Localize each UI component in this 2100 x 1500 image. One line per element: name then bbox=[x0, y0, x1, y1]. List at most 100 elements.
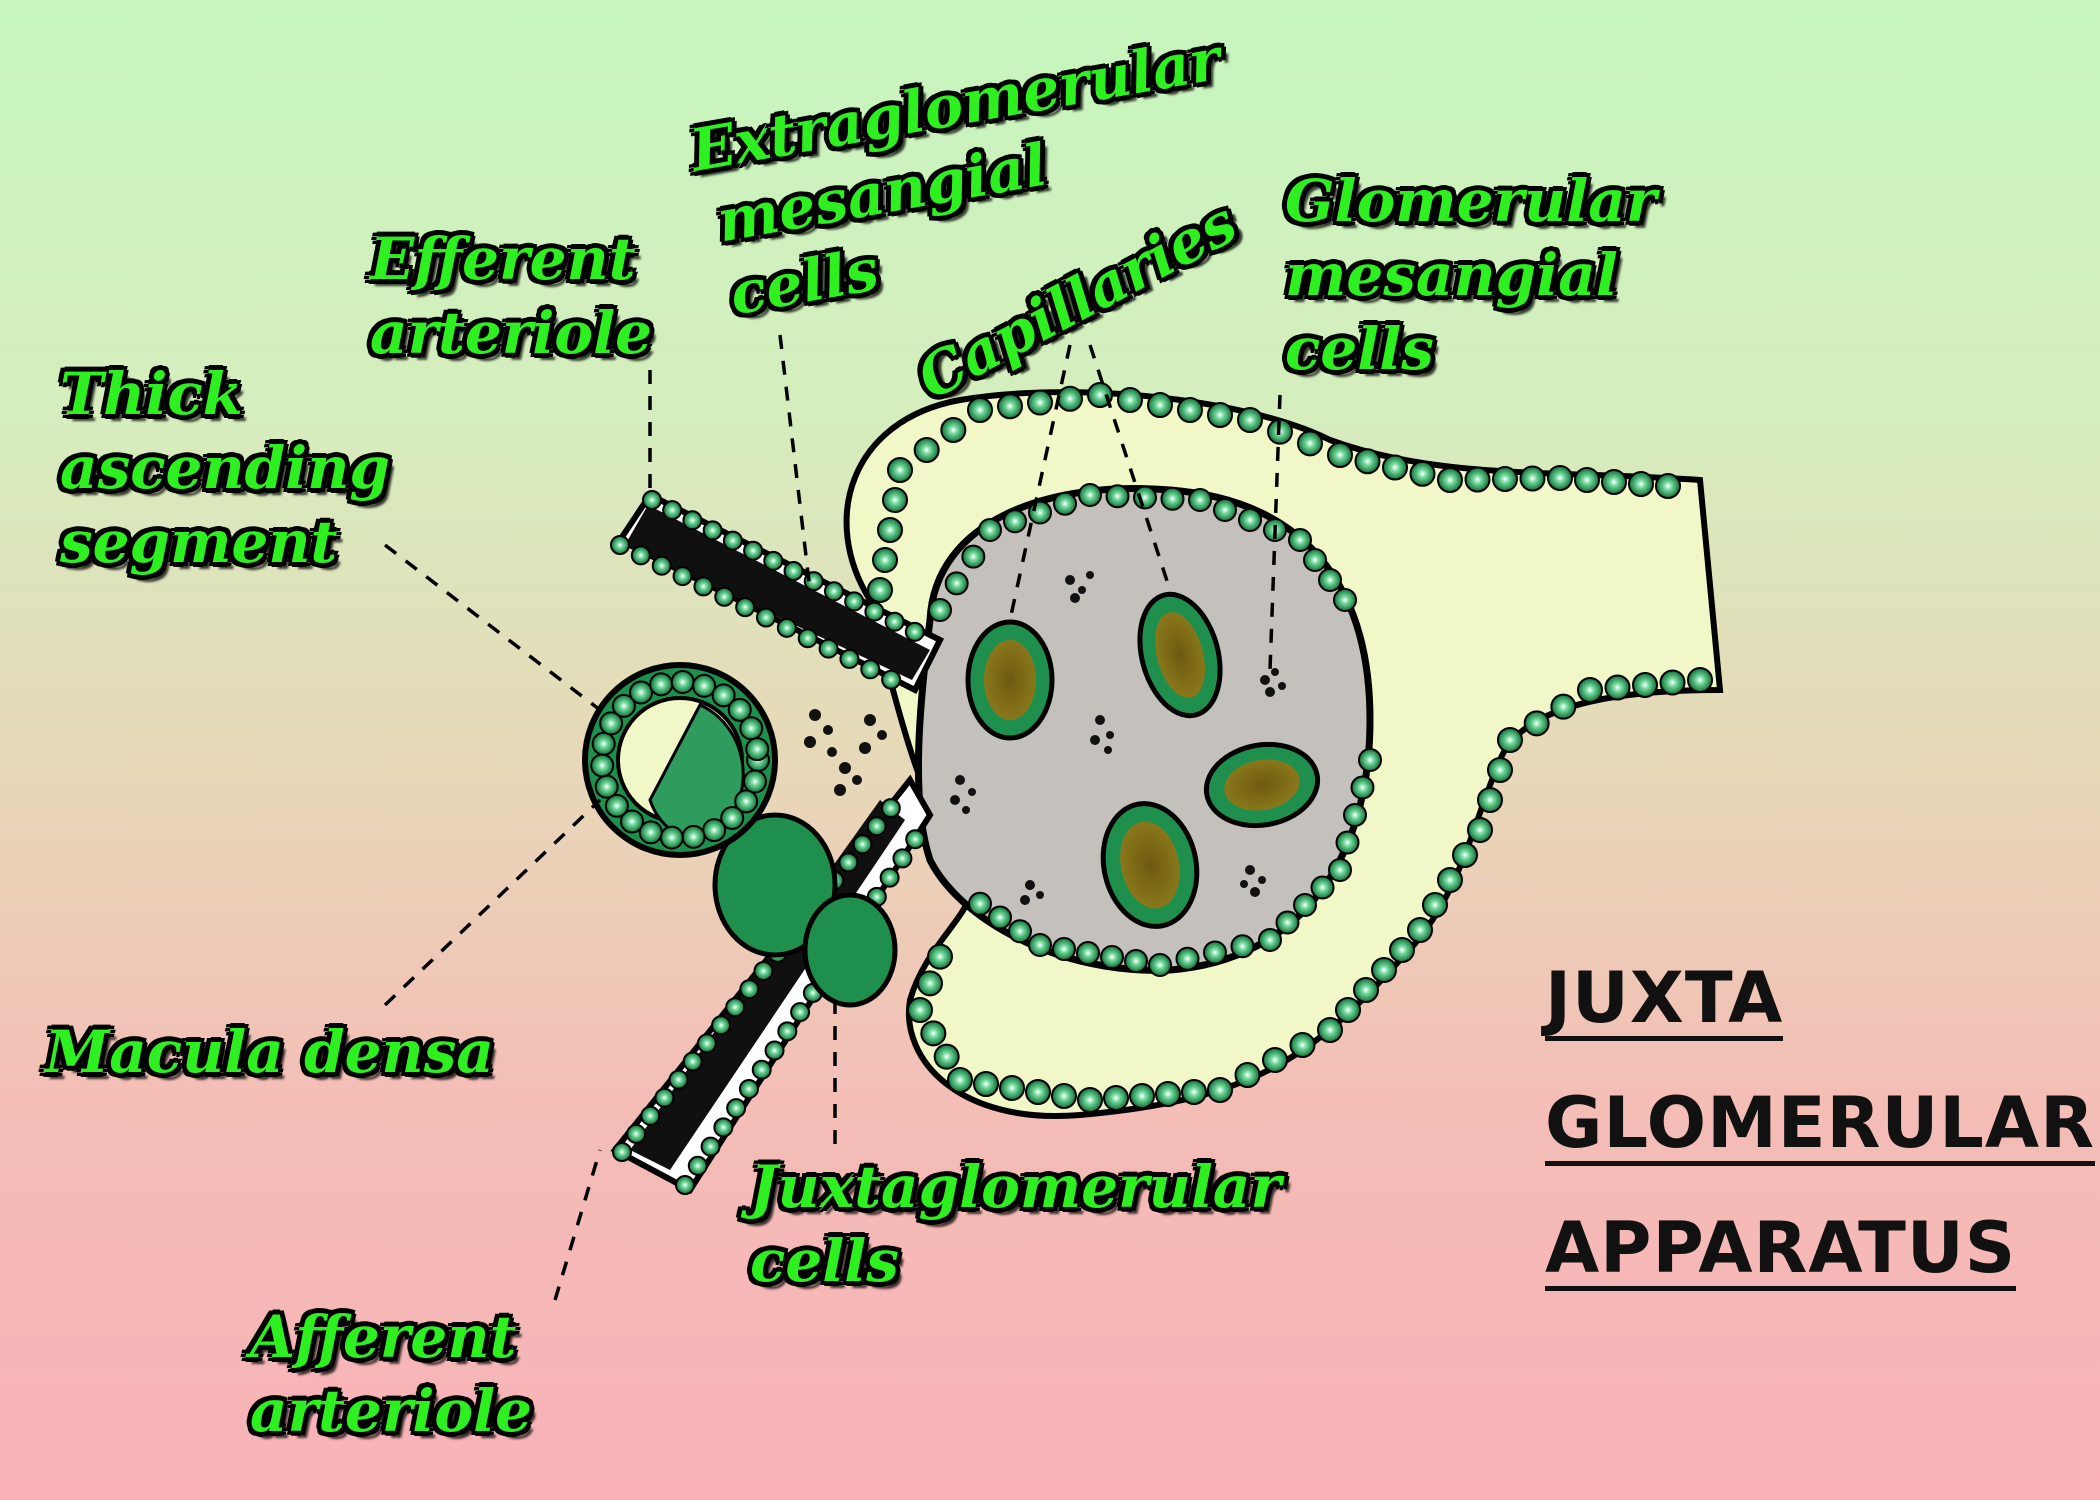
wall-cell bbox=[640, 1105, 661, 1126]
tubule-cell bbox=[720, 805, 745, 830]
wall-cell bbox=[751, 1059, 772, 1080]
wall-cell bbox=[714, 586, 735, 607]
tubule-cell bbox=[649, 672, 674, 697]
epithelial-cell bbox=[1230, 934, 1255, 959]
wall-cell bbox=[753, 961, 774, 981]
epithelial-cell bbox=[1077, 1087, 1103, 1113]
wall-cell bbox=[610, 535, 630, 555]
epithelial-cell bbox=[1335, 997, 1361, 1023]
leader-afferent bbox=[553, 1149, 602, 1301]
epithelial-cell bbox=[1328, 858, 1352, 882]
epithelial-cell bbox=[988, 905, 1012, 930]
label-line: mesangial bbox=[1285, 241, 1618, 309]
leader-lines bbox=[383, 334, 1282, 1301]
epithelial-cell bbox=[1148, 953, 1172, 977]
epithelial-cell bbox=[1547, 465, 1573, 491]
label-line: Thick bbox=[60, 360, 243, 428]
wall-cell bbox=[764, 1040, 785, 1061]
epithelial-cell bbox=[1053, 491, 1077, 516]
wall-cell bbox=[630, 545, 651, 566]
epithelial-cell bbox=[1310, 875, 1335, 900]
epithelial-cell bbox=[867, 577, 893, 603]
epithelial-cell bbox=[1289, 1032, 1316, 1058]
wall-cell bbox=[797, 628, 818, 649]
wall-cell bbox=[838, 852, 859, 873]
epithelial-cell bbox=[1008, 919, 1032, 944]
epithelial-cell bbox=[1213, 498, 1237, 522]
epithelial-cell bbox=[1487, 757, 1513, 783]
diagram-title: JUXTA GLOMERULAR APPARATUS bbox=[1545, 960, 2095, 1335]
epithelial-cell bbox=[1129, 1083, 1155, 1109]
epithelial-cell bbox=[1303, 548, 1327, 572]
epithelial-cell bbox=[1155, 1081, 1181, 1107]
epithelial-cell bbox=[1327, 442, 1353, 468]
tubule-cell bbox=[702, 818, 727, 843]
capillary-4 bbox=[1100, 801, 1200, 929]
epithelial-cell bbox=[1437, 467, 1463, 493]
epithelial-cell bbox=[1057, 385, 1083, 412]
epithelial-cell bbox=[1655, 473, 1681, 499]
wall-cell bbox=[905, 829, 926, 850]
label-line: segment bbox=[60, 508, 338, 576]
epithelial-cell bbox=[1358, 748, 1382, 772]
leader-thick-ascending bbox=[383, 543, 602, 712]
epithelial-cell bbox=[940, 417, 967, 443]
epithelial-cell bbox=[1335, 830, 1360, 855]
wall-cell bbox=[700, 1136, 721, 1157]
epithelial-cell bbox=[1354, 448, 1381, 475]
epithelial-cell bbox=[1188, 488, 1212, 512]
wall-cell bbox=[668, 1069, 689, 1090]
epithelial-cell bbox=[968, 891, 992, 916]
epithelial-cell bbox=[1103, 1085, 1129, 1111]
epithelial-cell bbox=[1318, 568, 1342, 592]
tubule-cell bbox=[734, 789, 759, 814]
epithelial-cell bbox=[1027, 389, 1053, 416]
wall-cell bbox=[844, 591, 865, 612]
epithelial-cell bbox=[882, 487, 908, 513]
label-line: cells bbox=[750, 1227, 899, 1295]
epithelial-cell bbox=[1052, 937, 1076, 961]
tubule-cell bbox=[742, 769, 767, 794]
epithelial-cell bbox=[1051, 1083, 1077, 1109]
tubule-cell bbox=[745, 737, 770, 762]
tubule-cell bbox=[594, 774, 619, 799]
tubule-cell bbox=[670, 670, 695, 695]
wall-cell bbox=[672, 566, 693, 587]
epithelial-cell bbox=[1105, 484, 1130, 509]
tubule-cell bbox=[638, 820, 663, 845]
wall-cell bbox=[702, 520, 723, 541]
epithelial-cell bbox=[917, 970, 943, 997]
epithelial-cell bbox=[947, 1067, 973, 1093]
label-line: arteriole bbox=[250, 1377, 533, 1445]
epithelial-cell bbox=[1550, 693, 1577, 720]
epithelial-cell bbox=[978, 518, 1002, 542]
label-line: Afferent bbox=[250, 1303, 517, 1371]
epithelial-cell bbox=[999, 1075, 1025, 1101]
epithelial-cell bbox=[1003, 509, 1027, 534]
tubule-cell bbox=[739, 716, 764, 741]
epithelial-cell bbox=[1133, 485, 1157, 510]
wall-cell bbox=[711, 1015, 732, 1036]
wall-cell bbox=[776, 617, 797, 638]
wall-cell bbox=[738, 1078, 759, 1099]
epithelial-cell bbox=[1297, 430, 1323, 457]
wall-cell bbox=[626, 1123, 647, 1144]
epithelial-cell bbox=[1275, 910, 1300, 935]
epithelial-cell bbox=[1076, 941, 1100, 965]
epithelial-cell bbox=[1203, 940, 1227, 965]
epithelial-cell bbox=[920, 1020, 947, 1047]
epithelial-cell bbox=[1464, 466, 1491, 493]
epithelial-cell bbox=[1262, 1047, 1288, 1073]
tubule-cell bbox=[629, 680, 653, 705]
epithelial-cell bbox=[1574, 467, 1600, 493]
epithelial-cell bbox=[927, 943, 953, 970]
epithelial-cell bbox=[1577, 677, 1603, 703]
epithelial-cell bbox=[944, 571, 969, 596]
epithelial-cell bbox=[1467, 817, 1493, 843]
epithelial-cell bbox=[1177, 397, 1203, 423]
epithelial-cell bbox=[1087, 382, 1113, 408]
capillary-1 bbox=[965, 619, 1055, 741]
epithelial-cell bbox=[1477, 787, 1503, 813]
epithelial-cell bbox=[1237, 407, 1263, 433]
epithelial-cell bbox=[1523, 710, 1550, 737]
